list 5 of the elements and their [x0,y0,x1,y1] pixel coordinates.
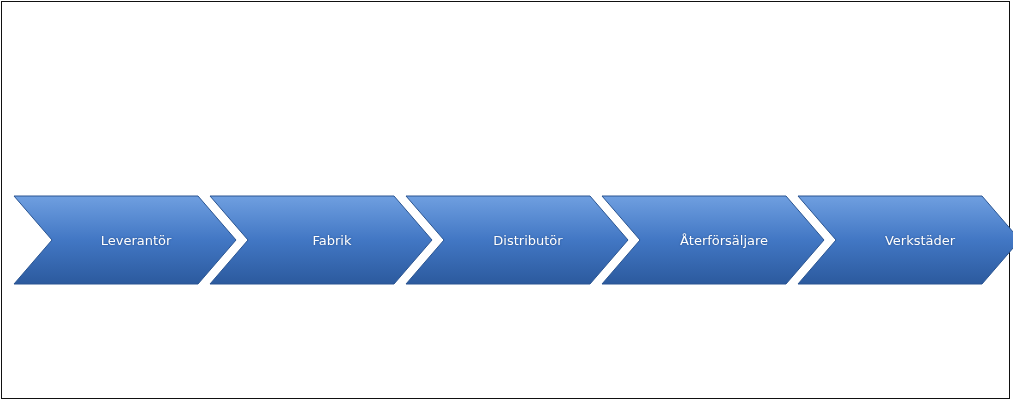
step-label: Verkstäder [883,232,957,248]
step-label: Fabrik [311,232,353,248]
step-label: Leverantör [99,232,173,248]
step-label: Distributör [492,232,564,248]
step-label: Återförsäljare [678,232,770,248]
